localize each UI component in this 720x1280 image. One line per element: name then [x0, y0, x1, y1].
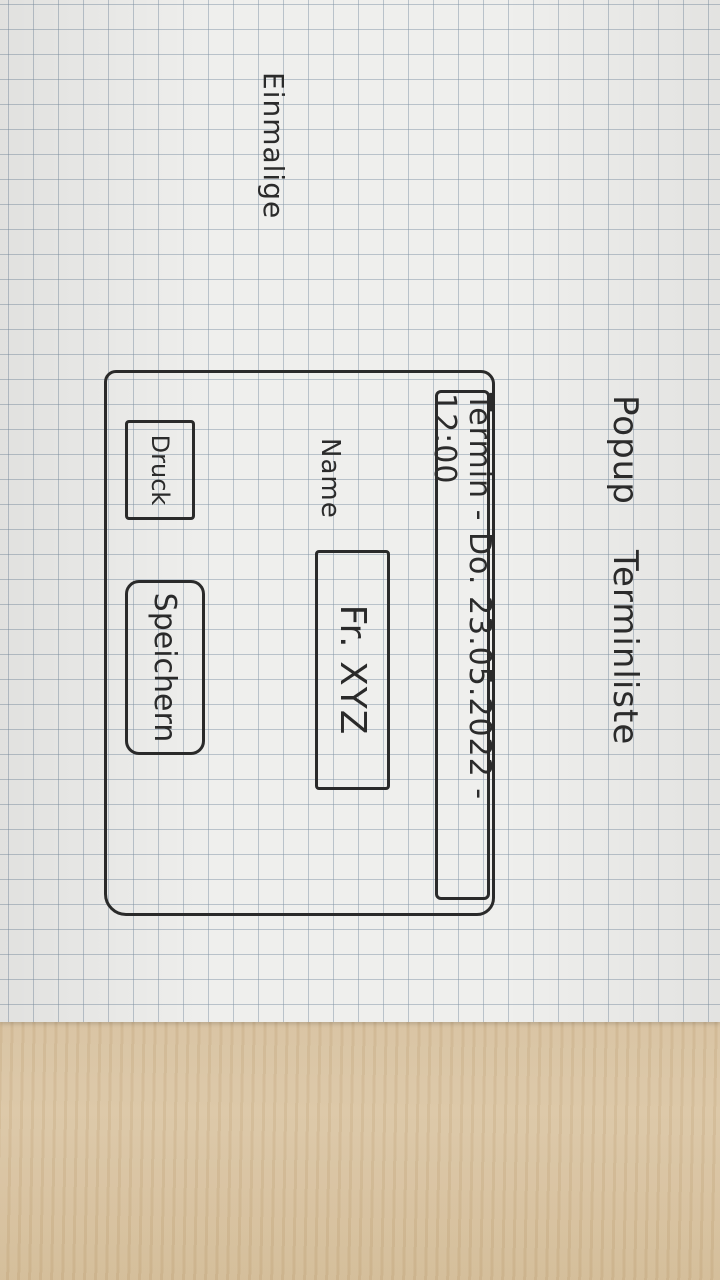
- heading-terminliste: Terminliste: [605, 550, 645, 746]
- name-input[interactable]: Fr. XYZ: [315, 550, 390, 790]
- grid-paper: [0, 0, 720, 1022]
- wooden-table-background: [0, 1000, 720, 1280]
- wireframe-sketch: Popup Terminliste Einmalige Termin - Do.…: [25, 10, 645, 1010]
- side-note-einmalige: Einmalige: [257, 72, 290, 220]
- name-label: Name: [315, 438, 345, 519]
- save-button[interactable]: Speichern: [125, 580, 205, 755]
- popup-header: Termin - Do. 23.05.2022 - 12:00: [428, 390, 498, 900]
- heading-popup: Popup: [605, 395, 645, 505]
- print-button[interactable]: Druck: [125, 420, 195, 520]
